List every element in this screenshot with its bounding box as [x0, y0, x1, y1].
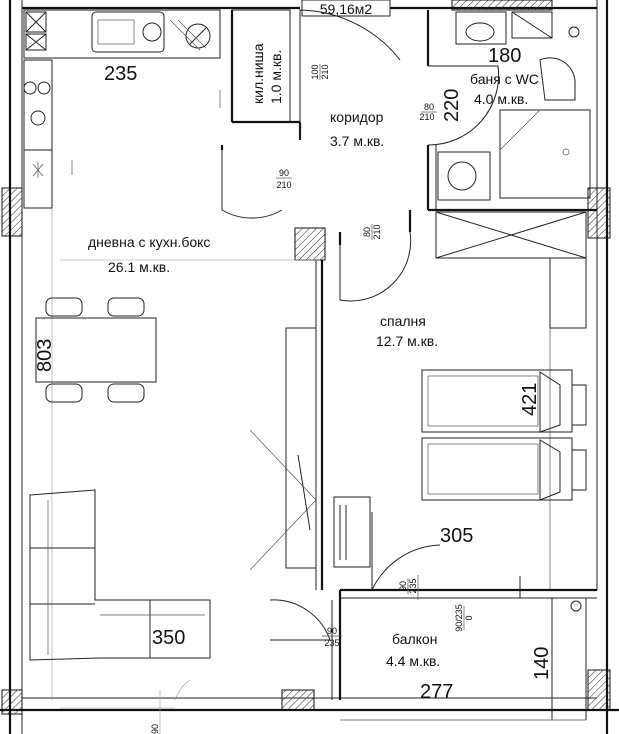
- washbasin: [465, 22, 495, 42]
- dim-bedroom-height: 421: [519, 383, 541, 416]
- bath-area: 4.0 м.кв.: [474, 91, 528, 107]
- closet-name: кил.ниша: [250, 43, 266, 104]
- column-top-right: [451, 0, 553, 11]
- dim-balcony-height: 140: [531, 647, 553, 680]
- dim-bath-width: 180: [488, 45, 521, 67]
- closet-area: 1.0 м.кв.: [268, 50, 284, 104]
- stove-burner: [37, 81, 51, 95]
- living-room-area: 26.1 м.кв.: [108, 259, 170, 275]
- columns: [1, 0, 611, 715]
- shower-tray: [499, 109, 591, 199]
- sofa: [29, 489, 211, 661]
- balcony-name: балкон: [392, 631, 437, 647]
- washing-machine: [437, 151, 491, 201]
- column-right-bottom: [587, 669, 611, 711]
- door-balcony-liv-width: 90: [327, 626, 337, 636]
- door-bedroom-height: 210: [372, 224, 382, 239]
- beds: [421, 369, 587, 501]
- dim-kitchen-width: 235: [104, 63, 137, 85]
- door-closet-width: 100: [310, 64, 320, 79]
- dim-living-height: 803: [34, 339, 56, 372]
- door-balcony-bed-height: 235: [408, 578, 418, 593]
- bedroom-area: 12.7 м.кв.: [376, 333, 438, 349]
- bed-2: [421, 437, 573, 501]
- door-labels: 100 210 80 210 90 210 80 210 90 235 90 2…: [150, 64, 474, 734]
- dim-living-width: 350: [152, 627, 185, 649]
- interior-walls: [51, 9, 597, 734]
- door-bath-height: 210: [419, 112, 434, 122]
- column-left-top: [1, 187, 23, 237]
- corridor-name: коридор: [330, 109, 384, 125]
- kitchen: [23, 9, 221, 209]
- balcony-details: [340, 575, 587, 721]
- bedroom-wardrobe: [333, 496, 371, 568]
- door-living-width: 90: [279, 168, 289, 178]
- door-bedroom-width: 80: [362, 227, 372, 237]
- door-living-height: 210: [276, 180, 291, 190]
- living-room-name: дневна с кухн.бокс: [88, 234, 210, 250]
- tv-unit: [249, 327, 317, 571]
- dim-bedroom-width: 305: [440, 525, 473, 547]
- window-balcony-height: 0: [464, 615, 474, 620]
- doors: [174, 9, 500, 701]
- door-bath-width: 80: [424, 102, 434, 112]
- column-left-bottom: [1, 689, 23, 715]
- room-labels: дневна с кухн.бокс 26.1 м.кв. кил.ниша 1…: [88, 43, 539, 669]
- column-middle: [294, 227, 326, 261]
- door-balcony-liv-height: 235: [324, 638, 339, 648]
- bed-1: [421, 369, 573, 433]
- bathroom-fixtures: [437, 11, 591, 201]
- dimension-labels: 235 803 350 180 220 421 305 277 140: [34, 45, 553, 703]
- sink: [91, 11, 165, 53]
- bedroom-name: спалня: [380, 313, 426, 329]
- dim-balcony-width: 277: [420, 681, 453, 703]
- corridor-area: 3.7 м.кв.: [330, 133, 384, 149]
- dim-bath-height: 220: [441, 89, 463, 122]
- total-area: 59,16м2: [320, 1, 373, 17]
- bath-name: баня с WC: [470, 71, 539, 87]
- door-closet-height: 210: [320, 64, 330, 79]
- door-balcony-bed-width: 90: [398, 581, 408, 591]
- bottom-door-mark: 90: [150, 724, 160, 734]
- column-right-top: [587, 187, 611, 239]
- column-bottom-middle: [281, 689, 315, 711]
- window-balcony-width: 90/235: [454, 604, 464, 632]
- dining-table: [35, 297, 157, 403]
- total-area-box: 59,16м2: [301, 0, 391, 17]
- balcony-area: 4.4 м.кв.: [386, 653, 440, 669]
- stove-burner: [23, 81, 37, 95]
